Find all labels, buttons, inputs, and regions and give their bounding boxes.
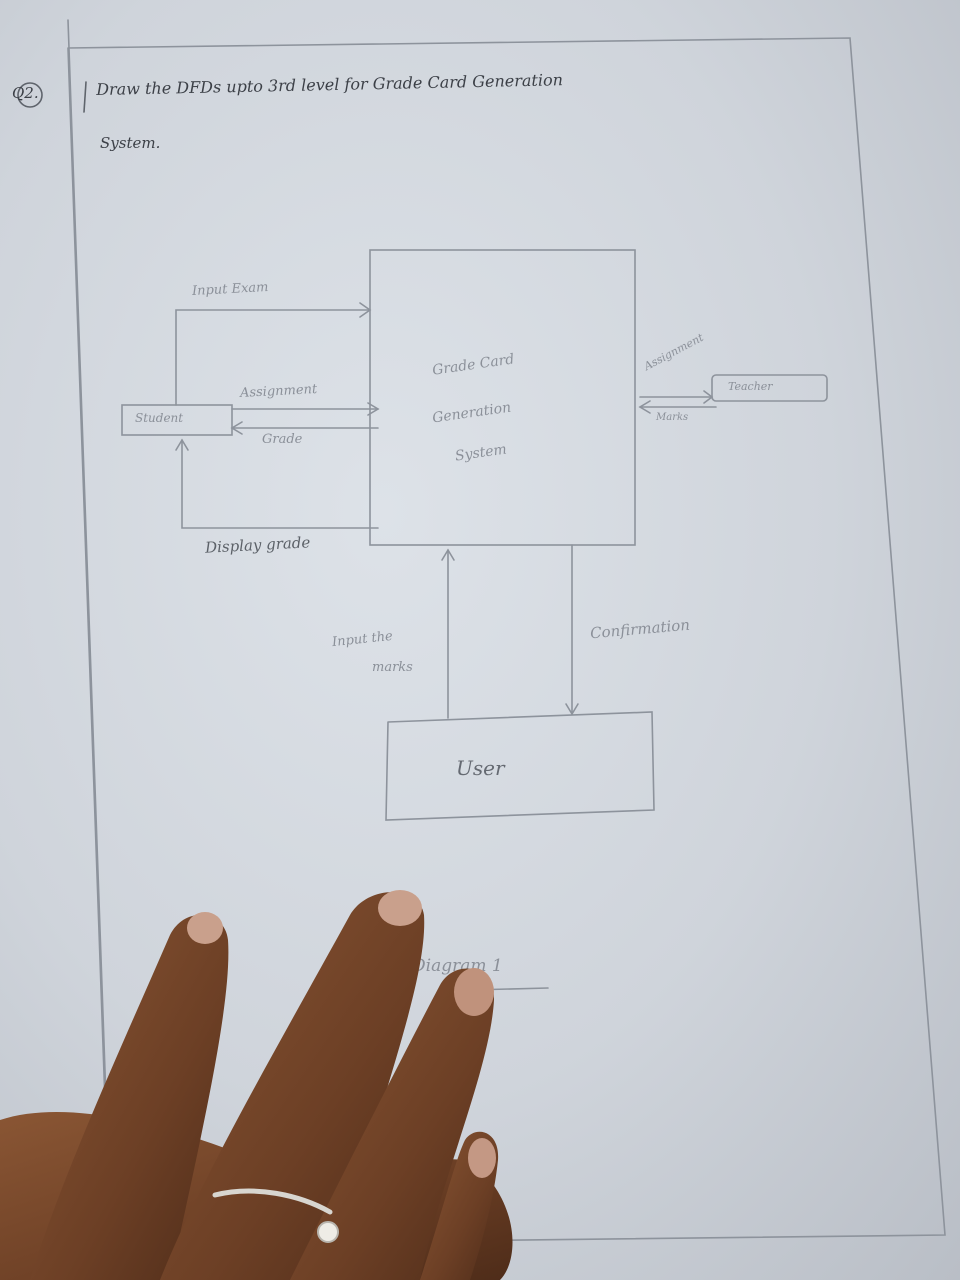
silver-ring (212, 1188, 333, 1215)
display-grade-arrowhead (175, 438, 189, 451)
index-fingernail (187, 912, 223, 944)
page-border (67, 37, 946, 1246)
ring-stone (317, 1221, 339, 1243)
marks-teacher-label: Marks (656, 412, 689, 423)
process-box (369, 249, 636, 546)
question-number-circle (17, 82, 43, 108)
student-entity-box (121, 404, 233, 436)
input-exam-flow-line (175, 309, 371, 406)
input-exam-arrowhead (359, 302, 372, 318)
grade-arrowhead (230, 421, 243, 435)
middle-fingernail (378, 890, 422, 926)
input-marks-arrowhead (441, 548, 455, 561)
teacher-assignment-arrowhead (703, 390, 714, 404)
teacher-label: Teacher (728, 380, 773, 393)
little-fingernail (468, 1138, 496, 1178)
teacher-marks-arrowhead (638, 400, 651, 414)
index-finger (30, 914, 229, 1280)
question-divider (83, 81, 87, 113)
question-text-line2: System. (100, 134, 161, 152)
ring-fingernail (454, 968, 494, 1016)
input-marks-label-line2: marks (372, 660, 413, 675)
user-entity-box (385, 711, 655, 821)
question-number: Q2. (12, 84, 39, 102)
display-grade-flow-line (181, 439, 379, 529)
student-label: Student (135, 411, 184, 425)
confirmation-arrowhead (565, 703, 579, 716)
margin-line (67, 19, 113, 1271)
assignment-arrowhead (367, 402, 380, 416)
grade-label: Grade (262, 432, 303, 447)
ring-finger (290, 968, 495, 1280)
teacher-entity-box (711, 374, 828, 402)
user-label: User (456, 756, 505, 780)
